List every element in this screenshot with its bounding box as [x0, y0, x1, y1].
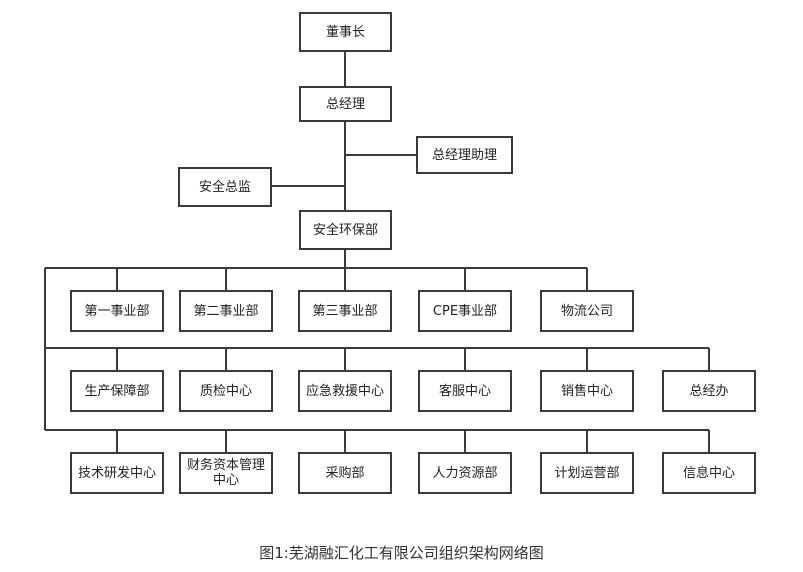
node-gm-assistant: 总经理助理	[416, 136, 513, 174]
node-human-resources: 人力资源部	[418, 452, 512, 494]
node-safety-director: 安全总监	[178, 167, 272, 207]
node-planning-operations: 计划运营部	[540, 452, 634, 494]
figure-caption: 图1:芜湖融汇化工有限公司组织架构网络图	[259, 544, 544, 562]
node-production-support: 生产保障部	[70, 370, 164, 412]
node-information-center: 信息中心	[662, 452, 756, 494]
node-division-1: 第一事业部	[70, 290, 164, 332]
node-safety-env-dept: 安全环保部	[299, 210, 392, 250]
node-division-cpe: CPE事业部	[418, 290, 512, 332]
node-gm-office: 总经办	[662, 370, 756, 412]
node-rnd-center: 技术研发中心	[70, 452, 164, 494]
node-customer-service: 客服中心	[418, 370, 512, 412]
node-quality-inspection: 质检中心	[179, 370, 273, 412]
node-chairman: 董事长	[299, 12, 392, 52]
node-sales-center: 销售中心	[540, 370, 634, 412]
node-general-manager: 总经理	[299, 86, 392, 122]
node-division-3: 第三事业部	[298, 290, 392, 332]
node-emergency-rescue: 应急救援中心	[298, 370, 392, 412]
node-logistics-company: 物流公司	[540, 290, 634, 332]
node-division-2: 第二事业部	[179, 290, 273, 332]
node-finance-capital-center: 财务资本管理中心	[179, 452, 273, 494]
node-procurement: 采购部	[298, 452, 392, 494]
